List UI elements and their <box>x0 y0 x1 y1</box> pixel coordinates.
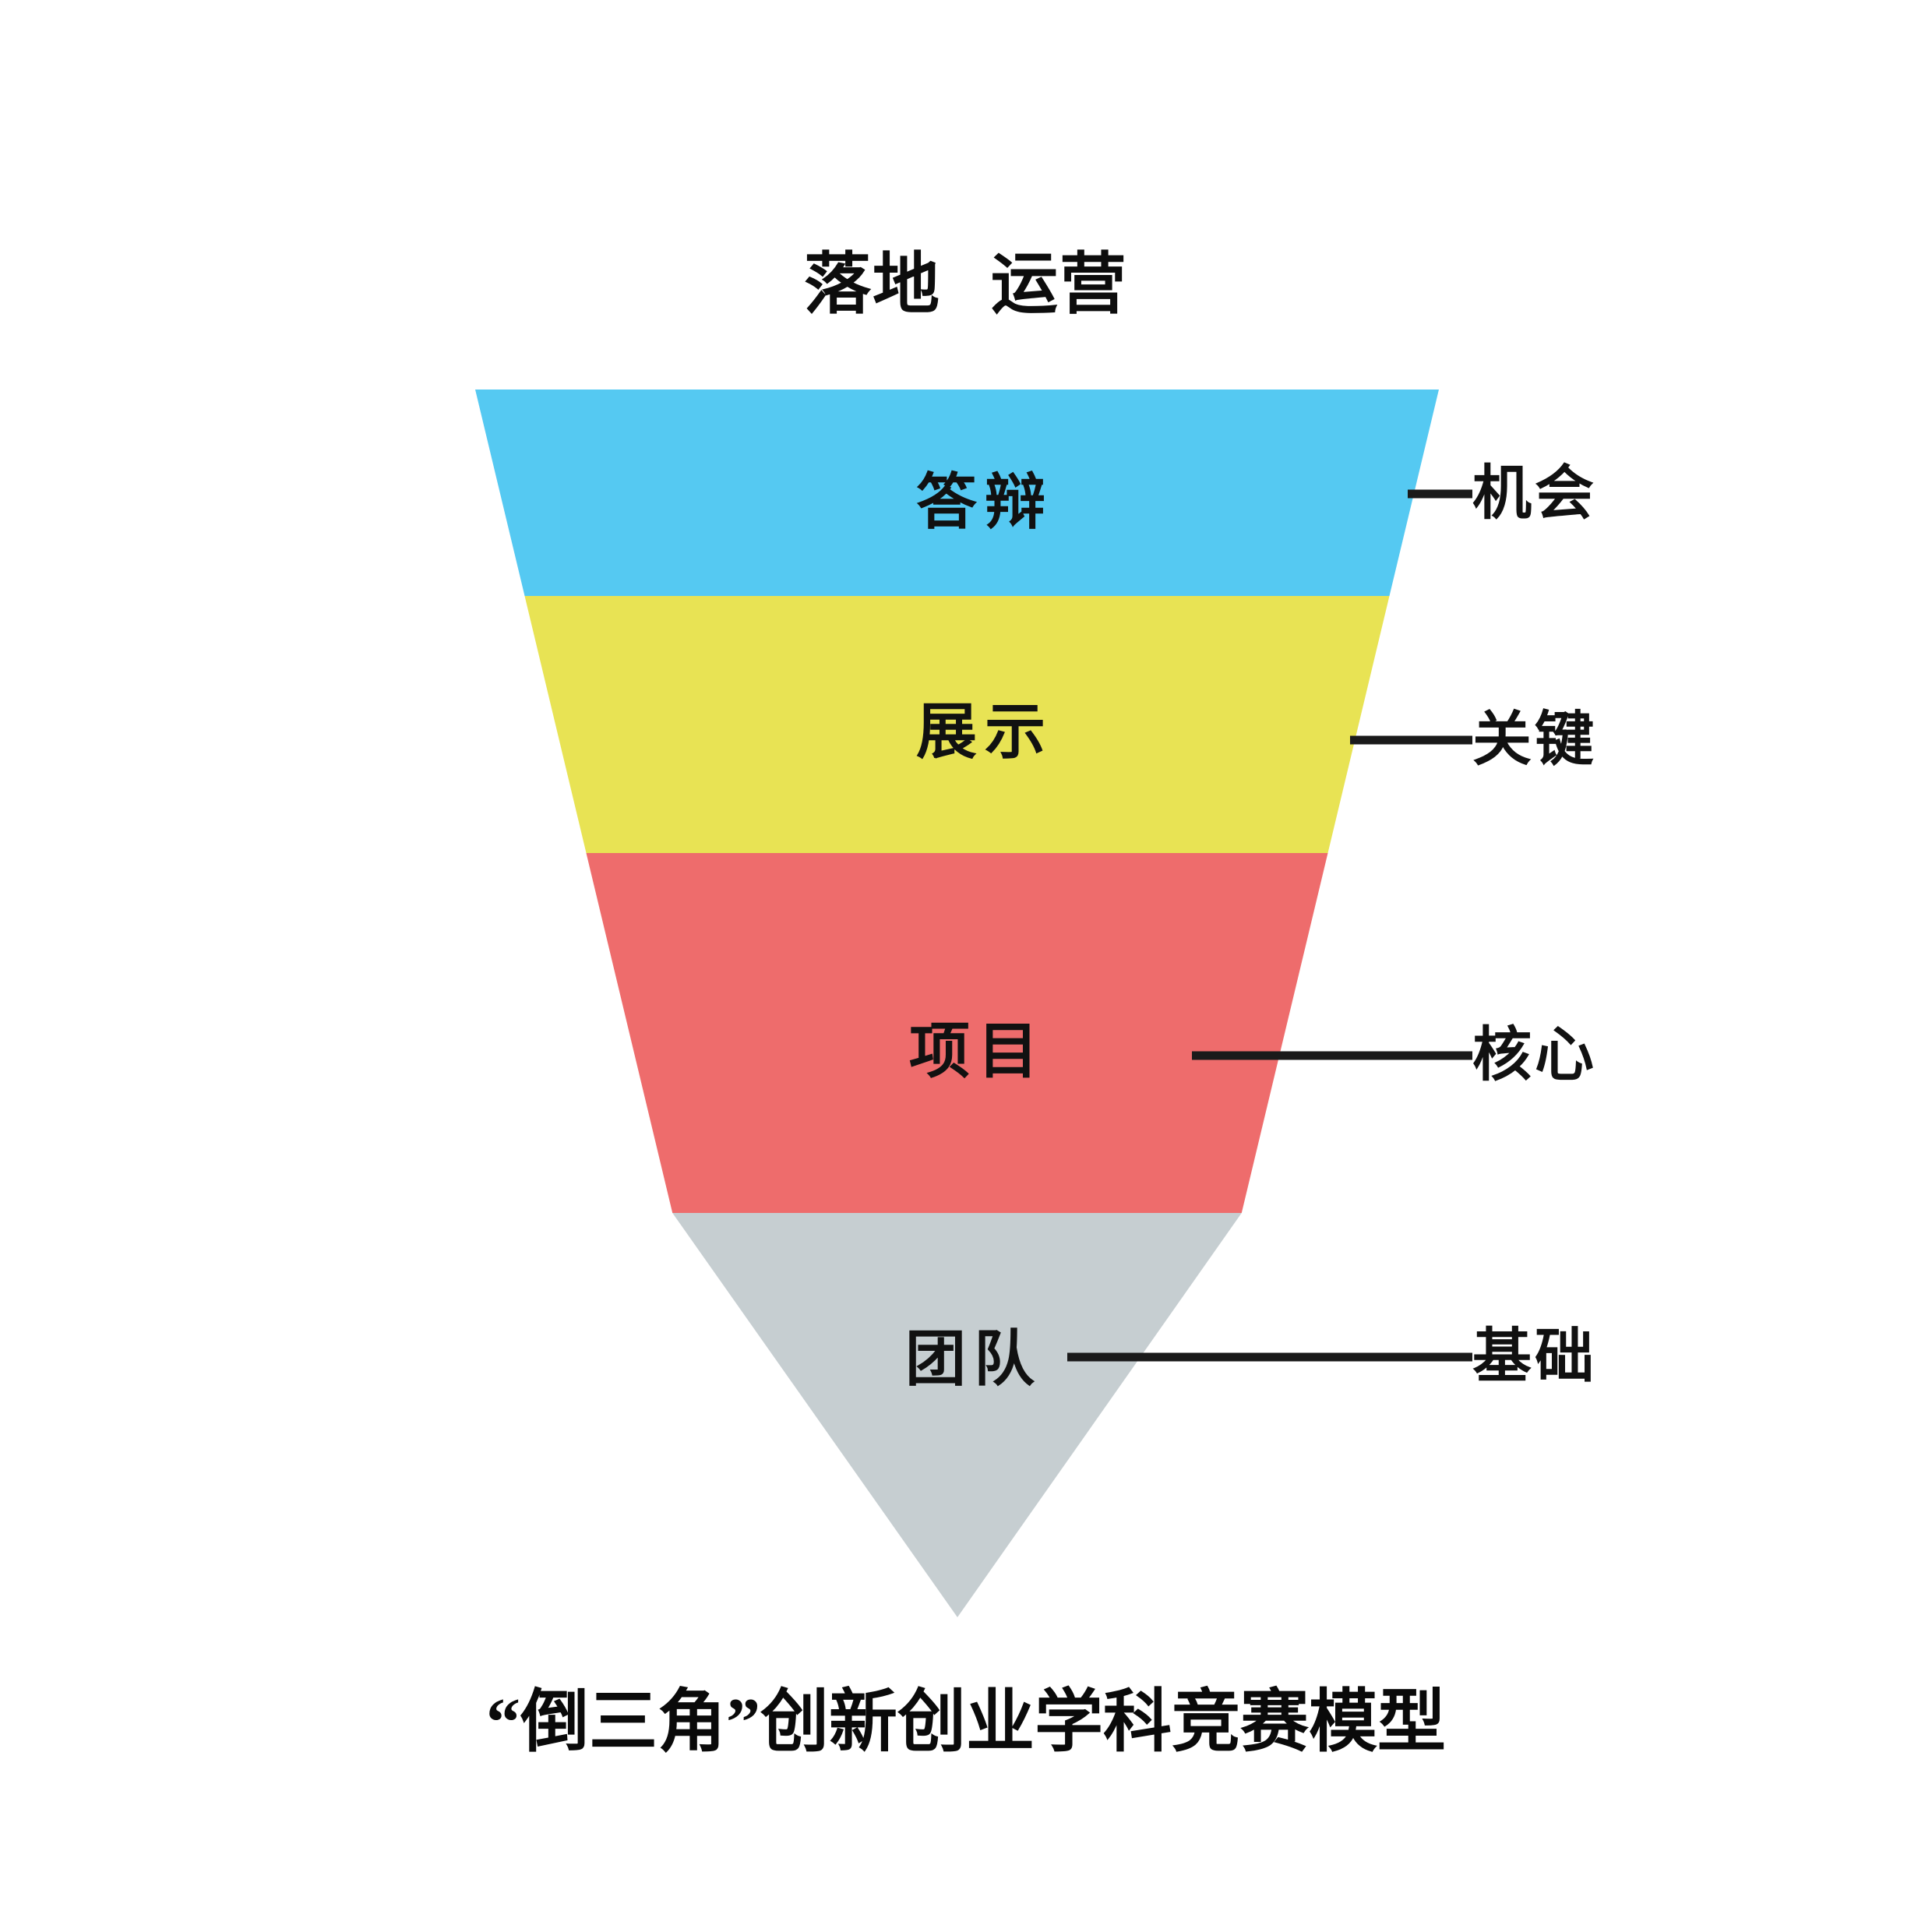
funnel-callout-3: 核心 <box>1472 1023 1597 1088</box>
figure-caption: “倒三角”创新创业学科竞赛模型 <box>485 1685 1446 1761</box>
page-title: 落地 运营 <box>804 245 1128 323</box>
funnel-band-1 <box>475 390 1439 596</box>
funnel-band-4 <box>672 1213 1242 1617</box>
funnel-callout-2: 关键 <box>1472 707 1597 773</box>
funnel-band-label-4: 团队 <box>904 1325 1043 1393</box>
funnel-band-3 <box>586 853 1328 1213</box>
funnel-band-label-2: 展示 <box>915 698 1054 766</box>
funnel-band-label-3: 项目 <box>908 1017 1047 1085</box>
funnel-callout-4: 基础 <box>1472 1324 1597 1390</box>
funnel-band-label-1: 答辩 <box>915 468 1054 536</box>
funnel-callout-1: 机会 <box>1472 461 1597 527</box>
funnel-band-2 <box>524 596 1390 853</box>
